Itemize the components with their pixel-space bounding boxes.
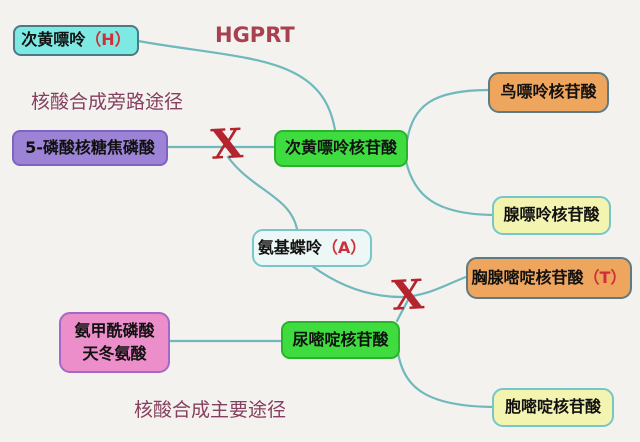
node-gmp: 鸟嘌呤核苷酸 <box>488 72 609 113</box>
node-cmp: 胞嘧啶核苷酸 <box>492 388 614 427</box>
node-tmp-label: 胸腺嘧啶核苷酸 <box>471 267 584 287</box>
node-tmp-suffix: （T） <box>583 267 627 287</box>
node-imp: 次黄嘌呤核苷酸 <box>274 130 408 167</box>
node-prpp: 5-磷酸核糖焦磷酸 <box>12 130 168 166</box>
node-amp-label: 腺嘌呤核苷酸 <box>503 205 600 225</box>
node-ump: 尿嘧啶核苷酸 <box>281 321 400 359</box>
connector-ump-to-x2 <box>395 296 411 323</box>
node-precursors: 氨甲酰磷酸 天冬氨酸 <box>59 312 170 373</box>
node-cmp-label: 胞嘧啶核苷酸 <box>504 397 601 417</box>
connector-aminopterin-to-tmp <box>310 264 468 299</box>
connector-hypoxanthine-to-imp <box>136 39 337 132</box>
node-hypoxanthine-suffix: （H） <box>85 30 131 50</box>
enzyme-label: HGPRT <box>215 23 295 47</box>
node-hypoxanthine-label: 次黄嘌呤 <box>21 30 86 50</box>
node-precursors-line2: 天冬氨酸 <box>82 343 147 363</box>
node-hypoxanthine: 次黄嘌呤（H） <box>13 25 139 56</box>
node-tmp: 胸腺嘧啶核苷酸（T） <box>466 257 632 299</box>
main-pathway-label: 核酸合成主要途径 <box>134 399 287 421</box>
node-aminopterin-label: 氨基蝶呤 <box>257 237 322 257</box>
connector-ump-to-cmp <box>396 351 494 409</box>
node-gmp-label: 鸟嘌呤核苷酸 <box>500 82 597 102</box>
salvage-pathway-label: 核酸合成旁路途径 <box>31 91 184 113</box>
connector-x1-to-aminopterin <box>226 155 299 231</box>
node-aminopterin-suffix: （A） <box>321 237 367 257</box>
connector-imp-to-amp <box>404 159 494 217</box>
node-amp: 腺嘌呤核苷酸 <box>492 196 611 235</box>
node-aminopterin: 氨基蝶呤（A） <box>252 229 372 267</box>
node-prpp-label: 5-磷酸核糖焦磷酸 <box>25 137 155 157</box>
node-precursors-line1: 氨甲酰磷酸 <box>74 321 155 341</box>
connector-imp-to-gmp <box>405 88 491 143</box>
node-ump-label: 尿嘧啶核苷酸 <box>292 329 389 349</box>
node-imp-label: 次黄嘌呤核苷酸 <box>284 138 397 158</box>
block-x-icon: X <box>390 270 426 320</box>
block-x-icon: X <box>209 119 245 169</box>
